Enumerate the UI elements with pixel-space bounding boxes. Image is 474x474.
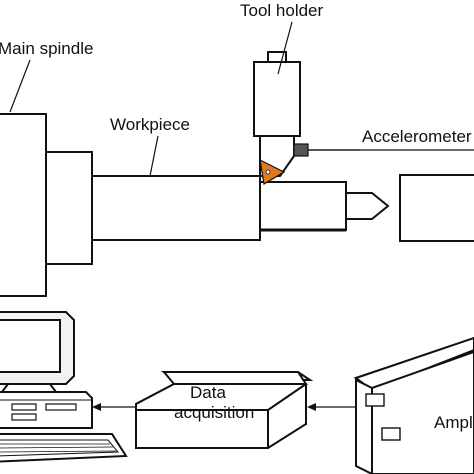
amplifier-side [371, 350, 474, 474]
computer [0, 311, 128, 463]
tool-holder-leader [277, 21, 293, 75]
amplifier-slot-2 [381, 427, 401, 441]
keyboard-keys [0, 443, 117, 453]
monitor-screen [0, 319, 61, 373]
workpiece [91, 175, 261, 241]
main-spindle-leader [9, 59, 31, 113]
spindle-housing [0, 113, 47, 297]
tailstock-body [399, 174, 474, 242]
daq-to-computer-arrowhead [92, 403, 101, 411]
workpiece-label: Workpiece [110, 115, 190, 134]
tailstock-center [345, 192, 390, 220]
amplifier-to-daq-arrowhead [307, 403, 316, 411]
data-acquisition-box [135, 371, 314, 450]
amplifier-label: Amplifier [434, 413, 474, 432]
disk-drive-2 [45, 403, 77, 411]
accelerometer-label: Accelerometer [362, 127, 472, 146]
spindle-chuck [45, 151, 93, 265]
tailstock-quill [259, 181, 347, 231]
cutting-insert [259, 158, 286, 185]
insert-screw [265, 169, 271, 175]
tool-holder-label: Tool holder [240, 1, 324, 20]
daq-top [161, 371, 308, 385]
daq-label-line2: acquisition [174, 403, 254, 422]
workpiece-leader [149, 135, 159, 177]
main-spindle [0, 113, 93, 297]
amplifier-box [353, 336, 474, 474]
daq-label-line1: Data [190, 383, 226, 402]
tool-holder-body [253, 61, 301, 137]
monitor-stand [0, 383, 58, 393]
main-spindle-label: Main spindle [0, 39, 93, 58]
accelerometer-sensor [293, 143, 309, 157]
disk-drive [11, 403, 37, 411]
amplifier-slot-1 [365, 393, 385, 407]
tool-holder [253, 51, 301, 177]
tailstock [259, 174, 474, 242]
